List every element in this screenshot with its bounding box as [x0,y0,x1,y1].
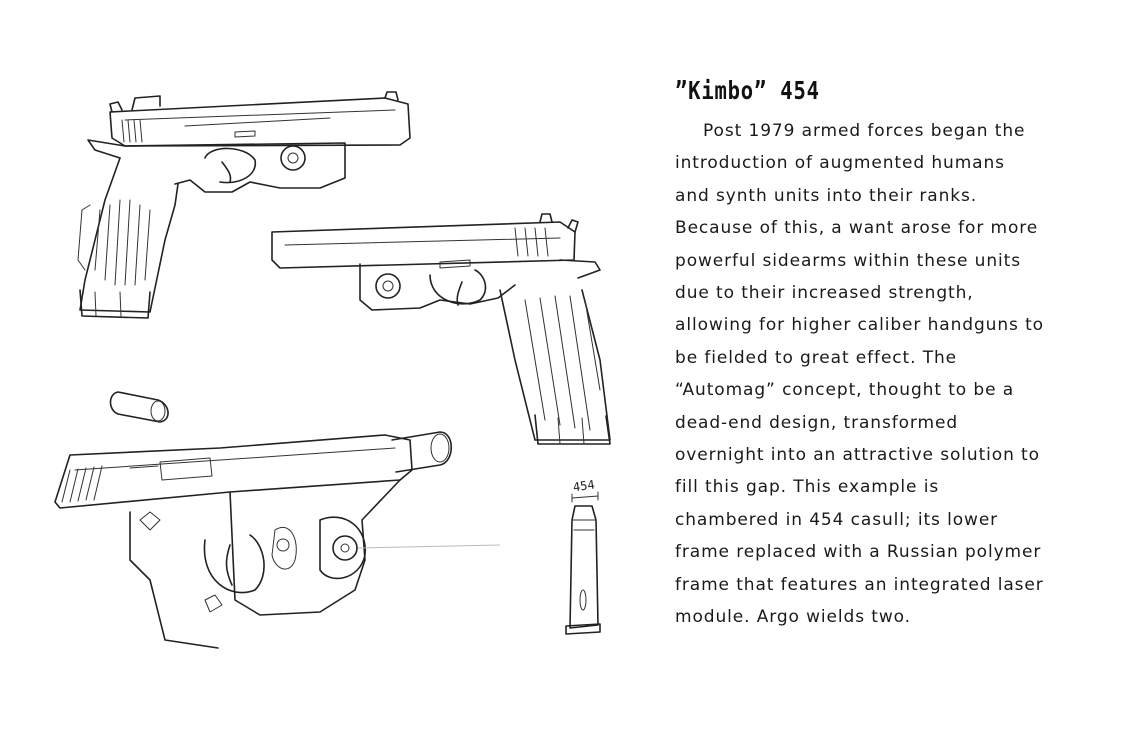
weapon-description: Post 1979 armed forces began the introdu… [675,115,1075,634]
description-line: module. Argo wields two. [675,607,911,628]
pistol-closeup-perspective [54,431,501,649]
cartridge-label: 454 [572,477,595,494]
pistol-sketch-illustration: 454 [54,91,611,649]
description-line: Because of this, a want arose for more [675,218,1039,239]
weapon-title: ”Kimbo” 454 [675,76,820,105]
description-line: frame replaced with a Russian polymer [675,542,1042,563]
description-line: fill this gap. This example is [675,477,940,498]
description-line: introduction of augmented humans [675,153,1005,174]
description-line: dead-end design, transformed [675,412,959,433]
pistol-right-view [271,213,611,445]
description-line: and synth units into their ranks. [675,185,978,206]
description-line: frame that features an integrated laser [675,574,1044,595]
description-line: “Automag” concept, thought to be a [675,380,1015,401]
cartridge-454-profile: 454 [565,477,601,635]
description-line: powerful sidearms within these units [675,250,1021,271]
description-line: allowing for higher caliber handguns to [675,315,1044,336]
description-line: Post 1979 armed forces began the [703,121,1026,141]
description-line: due to their increased strength, [675,283,974,304]
pistol-left-view [77,91,411,319]
description-panel: ”Kimbo” 454 Post 1979 armed forces began… [675,76,1075,634]
description-line: overnight into an attractive solution to [675,445,1040,466]
cartridge-tumbling [109,391,169,423]
description-line: chambered in 454 casull; its lower [675,509,999,530]
description-line: be fielded to great effect. The [675,347,958,368]
